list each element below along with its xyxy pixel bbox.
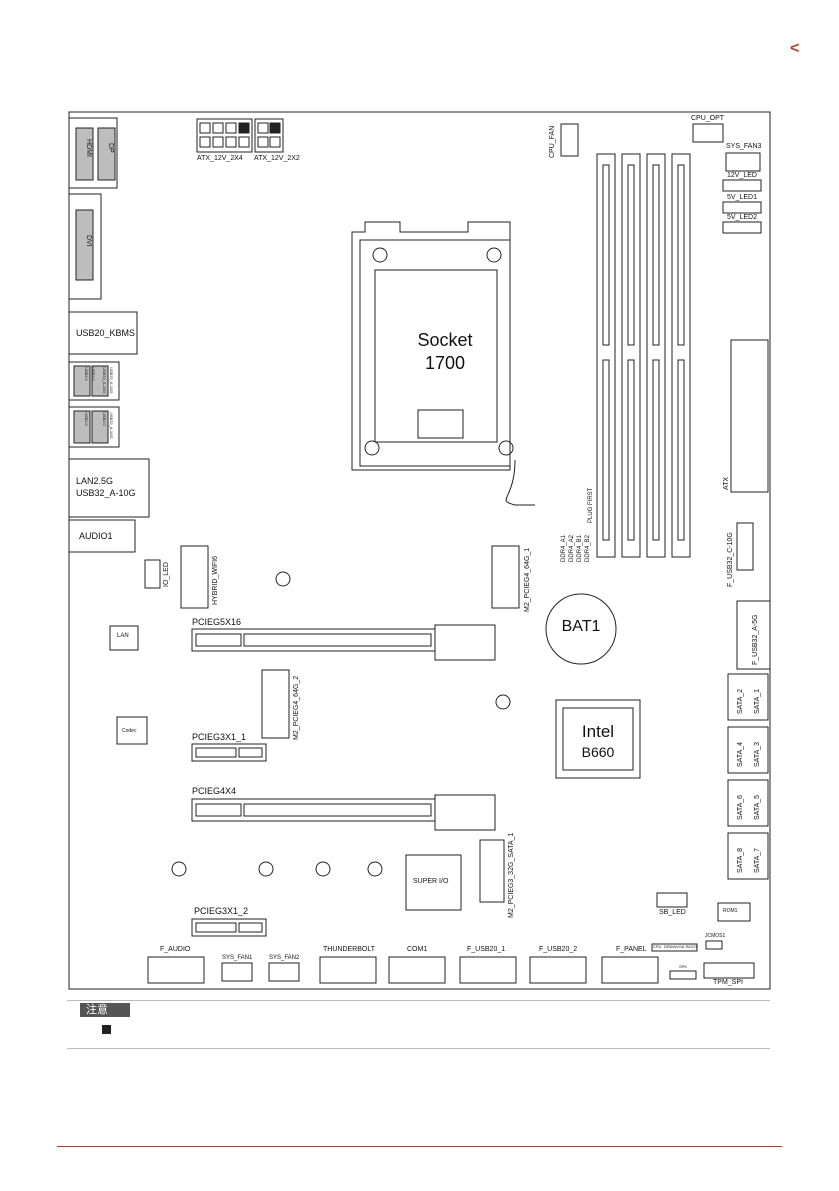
usb20-kbms-port (68, 311, 138, 355)
chipset-label-1: Intel (581, 722, 615, 741)
motherboard-diagram (68, 111, 771, 990)
socket-label-1: Socket (417, 330, 473, 350)
dvi-label: DVI (85, 235, 92, 247)
lan-label: LAN2.5G (76, 476, 114, 486)
f-usb32-a-label: F_USB32_A-5G (752, 614, 759, 665)
sata-3-label: SATA_3 (754, 741, 761, 767)
m2-sata-label: M2_PCIEG3_32G_SATA_1 (508, 832, 515, 918)
pcie-x1-1-label: PCIEG3X1_1 (192, 732, 247, 742)
atx-12v-2x2-label: ATX_12V_2X2 (254, 155, 300, 162)
ddr4-b2-label: DDR4_B2 (585, 534, 591, 562)
audio1-label: AUDIO1 (79, 531, 113, 541)
spk-label: SPK (679, 964, 688, 969)
chipset-label-2: B660 (581, 744, 615, 760)
rom1-label: ROM1 (723, 908, 738, 914)
note-divider-top (67, 1000, 770, 1001)
f-usb20-2-label: F_USB20_2 (539, 946, 578, 953)
usb-stack2-label-3: USB32_A-10G (109, 412, 114, 439)
f-usb20-1-label: F_USB20_1 (467, 946, 506, 953)
dbg-cpu-label: CPU (653, 944, 662, 949)
sata-6-label: SATA_6 (737, 794, 744, 820)
usb-stack1-label-2: USB32_A-10G (109, 367, 114, 394)
sata-7-label: SATA_7 (754, 847, 761, 873)
pcie-x16-label: PCIEG5X16 (192, 617, 242, 627)
footer-rule (57, 1146, 782, 1147)
socket-label-2: 1700 (424, 353, 466, 373)
note-bullet-icon (102, 1025, 111, 1034)
dbg-dram-label: DRAM (664, 944, 676, 949)
sata-2-label: SATA_2 (737, 688, 744, 714)
note-divider-bottom (67, 1048, 770, 1049)
usb-stack-1 (68, 361, 120, 401)
note-tag: 注意 (80, 1003, 130, 1017)
lan-usb-port (68, 458, 150, 518)
codec-chip-label: Codec (122, 728, 137, 734)
5v-led1-label: 5V_LED1 (727, 194, 757, 201)
12v-led-label: 12V_LED (727, 172, 757, 179)
usb-stack-2 (68, 406, 120, 448)
audio1-port (68, 519, 136, 553)
sys-fan2-label: SYS_FAN2 (269, 955, 300, 961)
m2-2-label: M2_PCIEG4_64G_2 (293, 675, 300, 740)
usb20-kbms-label: USB20_KBMS (76, 328, 136, 338)
hybrid-wifi-label: HYBRID_WIFI6 (212, 555, 219, 605)
atx-12v-2x4-label: ATX_12V_2X4 (197, 155, 243, 162)
com1-label: COM1 (407, 946, 428, 953)
dvi-port (68, 193, 102, 300)
ddr4-a1-label: DDR4_A1 (561, 534, 567, 562)
io-led-label: IO_LED (163, 562, 170, 587)
cpu-fan-label: CPU_FAN (549, 125, 556, 158)
tpm-spi-label: TPM_SPI (713, 979, 743, 986)
dbg-vga-label: VGA (676, 944, 685, 949)
sb-led-label: SB_LED (659, 909, 686, 916)
usb-stack1-label-4: USB2.0 (91, 367, 96, 381)
sata-4-label: SATA_4 (737, 741, 744, 767)
5v-led2-label: 5V_LED2 (727, 214, 757, 221)
jcmos1-label: JCMOS1 (705, 933, 726, 939)
sys-fan3-label: SYS_FAN3 (726, 143, 762, 150)
hdmi-label: HDMI (85, 139, 92, 157)
lan-chip-label: LAN (117, 633, 129, 639)
sys-fan1-label: SYS_FAN1 (222, 955, 253, 961)
sata-8-label: SATA_8 (737, 847, 744, 873)
ddr4-a2-label: DDR4_A2 (569, 534, 575, 562)
atx-label: ATX (723, 476, 730, 490)
m2-1-label: M2_PCIEG4_64G_1 (524, 547, 531, 612)
dbg-boot-label: BOOT (686, 944, 698, 949)
f-usb32-c-label: F_USB32_C-10G (727, 532, 734, 587)
back-arrow-icon[interactable]: < (790, 40, 800, 57)
pcie-x1-2-label: PCIEG3X1_2 (194, 906, 249, 916)
ddr4-b1-label: DDR4_B1 (577, 534, 583, 562)
f-panel-label: F_PANEL (616, 946, 647, 953)
battery-label: BAT1 (561, 618, 601, 635)
usb-stack1-label-1: USB2.0 (84, 367, 89, 381)
usb-stack1-label-3: USB32_A-10G (102, 367, 107, 394)
f-audio-label: F_AUDIO (160, 946, 191, 953)
sata-5-label: SATA_5 (754, 794, 761, 820)
usb-stack2-label-1: USB2.0 (84, 412, 89, 426)
thunderbolt-label: THUNDERBOLT (323, 946, 375, 953)
sata-1-label: SATA_1 (754, 688, 761, 714)
lan-usb-label: USB32_A-10G (76, 488, 136, 498)
hdmi-dp-port (68, 117, 118, 189)
usb-stack2-label-2: USB2.0 (102, 412, 107, 426)
super-io-label: SUPER I/O (413, 878, 449, 885)
plug-first-label: PLUG FIRST (588, 487, 594, 523)
pcie-x4-label: PCIEG4X4 (192, 786, 237, 796)
dp-label: DP (107, 143, 114, 153)
cpu-opt-label: CPU_OPT (691, 115, 725, 122)
